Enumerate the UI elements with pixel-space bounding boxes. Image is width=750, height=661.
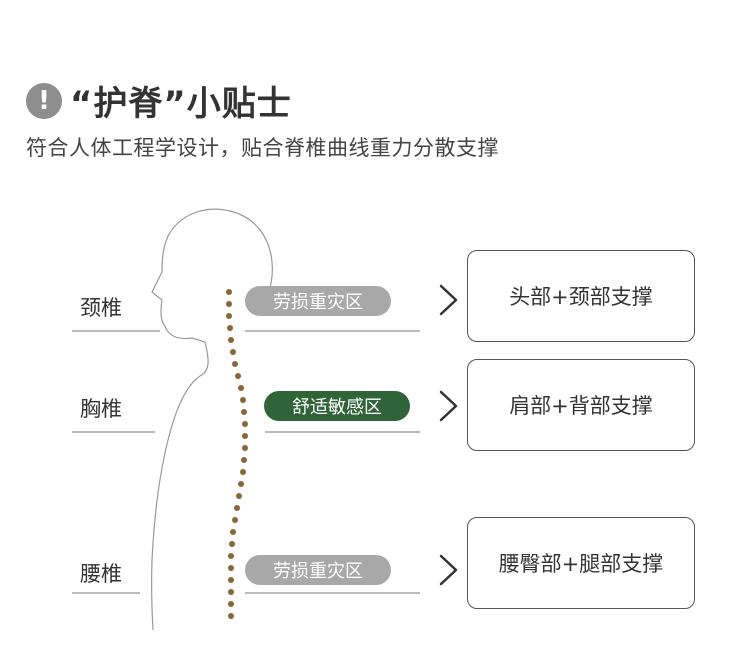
support-box-lumbar: 腰臀部+腿部支撑 bbox=[467, 517, 695, 609]
zone-badge-cervical: 劳损重灾区 bbox=[245, 286, 391, 316]
chevron-right-icon bbox=[441, 392, 456, 420]
support-box-cervical: 头部+颈部支撑 bbox=[467, 250, 695, 342]
chevron-right-icon bbox=[441, 286, 456, 314]
label-thoracic: 胸椎 bbox=[80, 393, 122, 423]
support-box-thoracic: 肩部+背部支撑 bbox=[467, 359, 695, 451]
label-cervical: 颈椎 bbox=[80, 292, 122, 322]
zone-badge-thoracic: 舒适敏感区 bbox=[264, 391, 410, 421]
zone-badge-lumbar: 劳损重灾区 bbox=[245, 555, 391, 585]
label-lumbar: 腰椎 bbox=[80, 558, 122, 588]
chevron-right-icon bbox=[441, 556, 456, 584]
